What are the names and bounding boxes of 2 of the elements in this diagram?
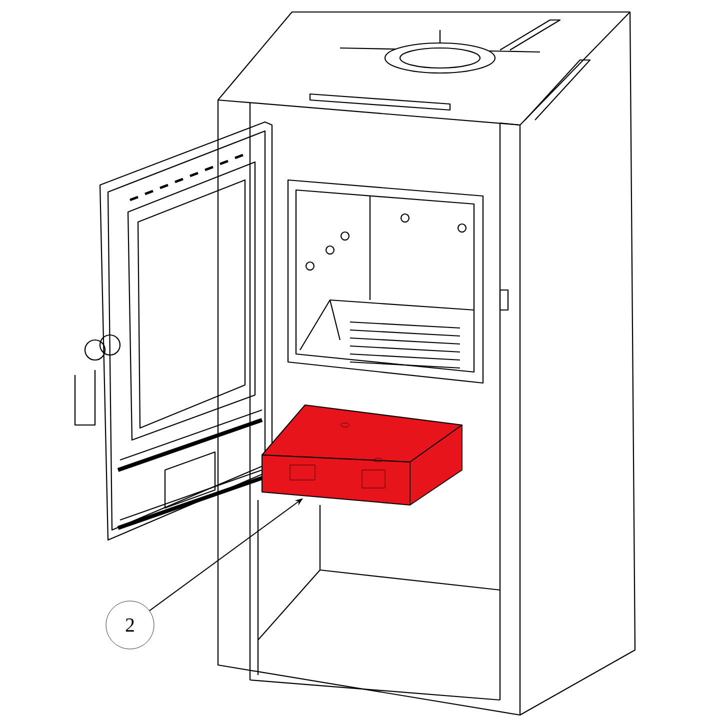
callout-number: 2 [106,600,154,650]
ash-pan [262,404,462,506]
